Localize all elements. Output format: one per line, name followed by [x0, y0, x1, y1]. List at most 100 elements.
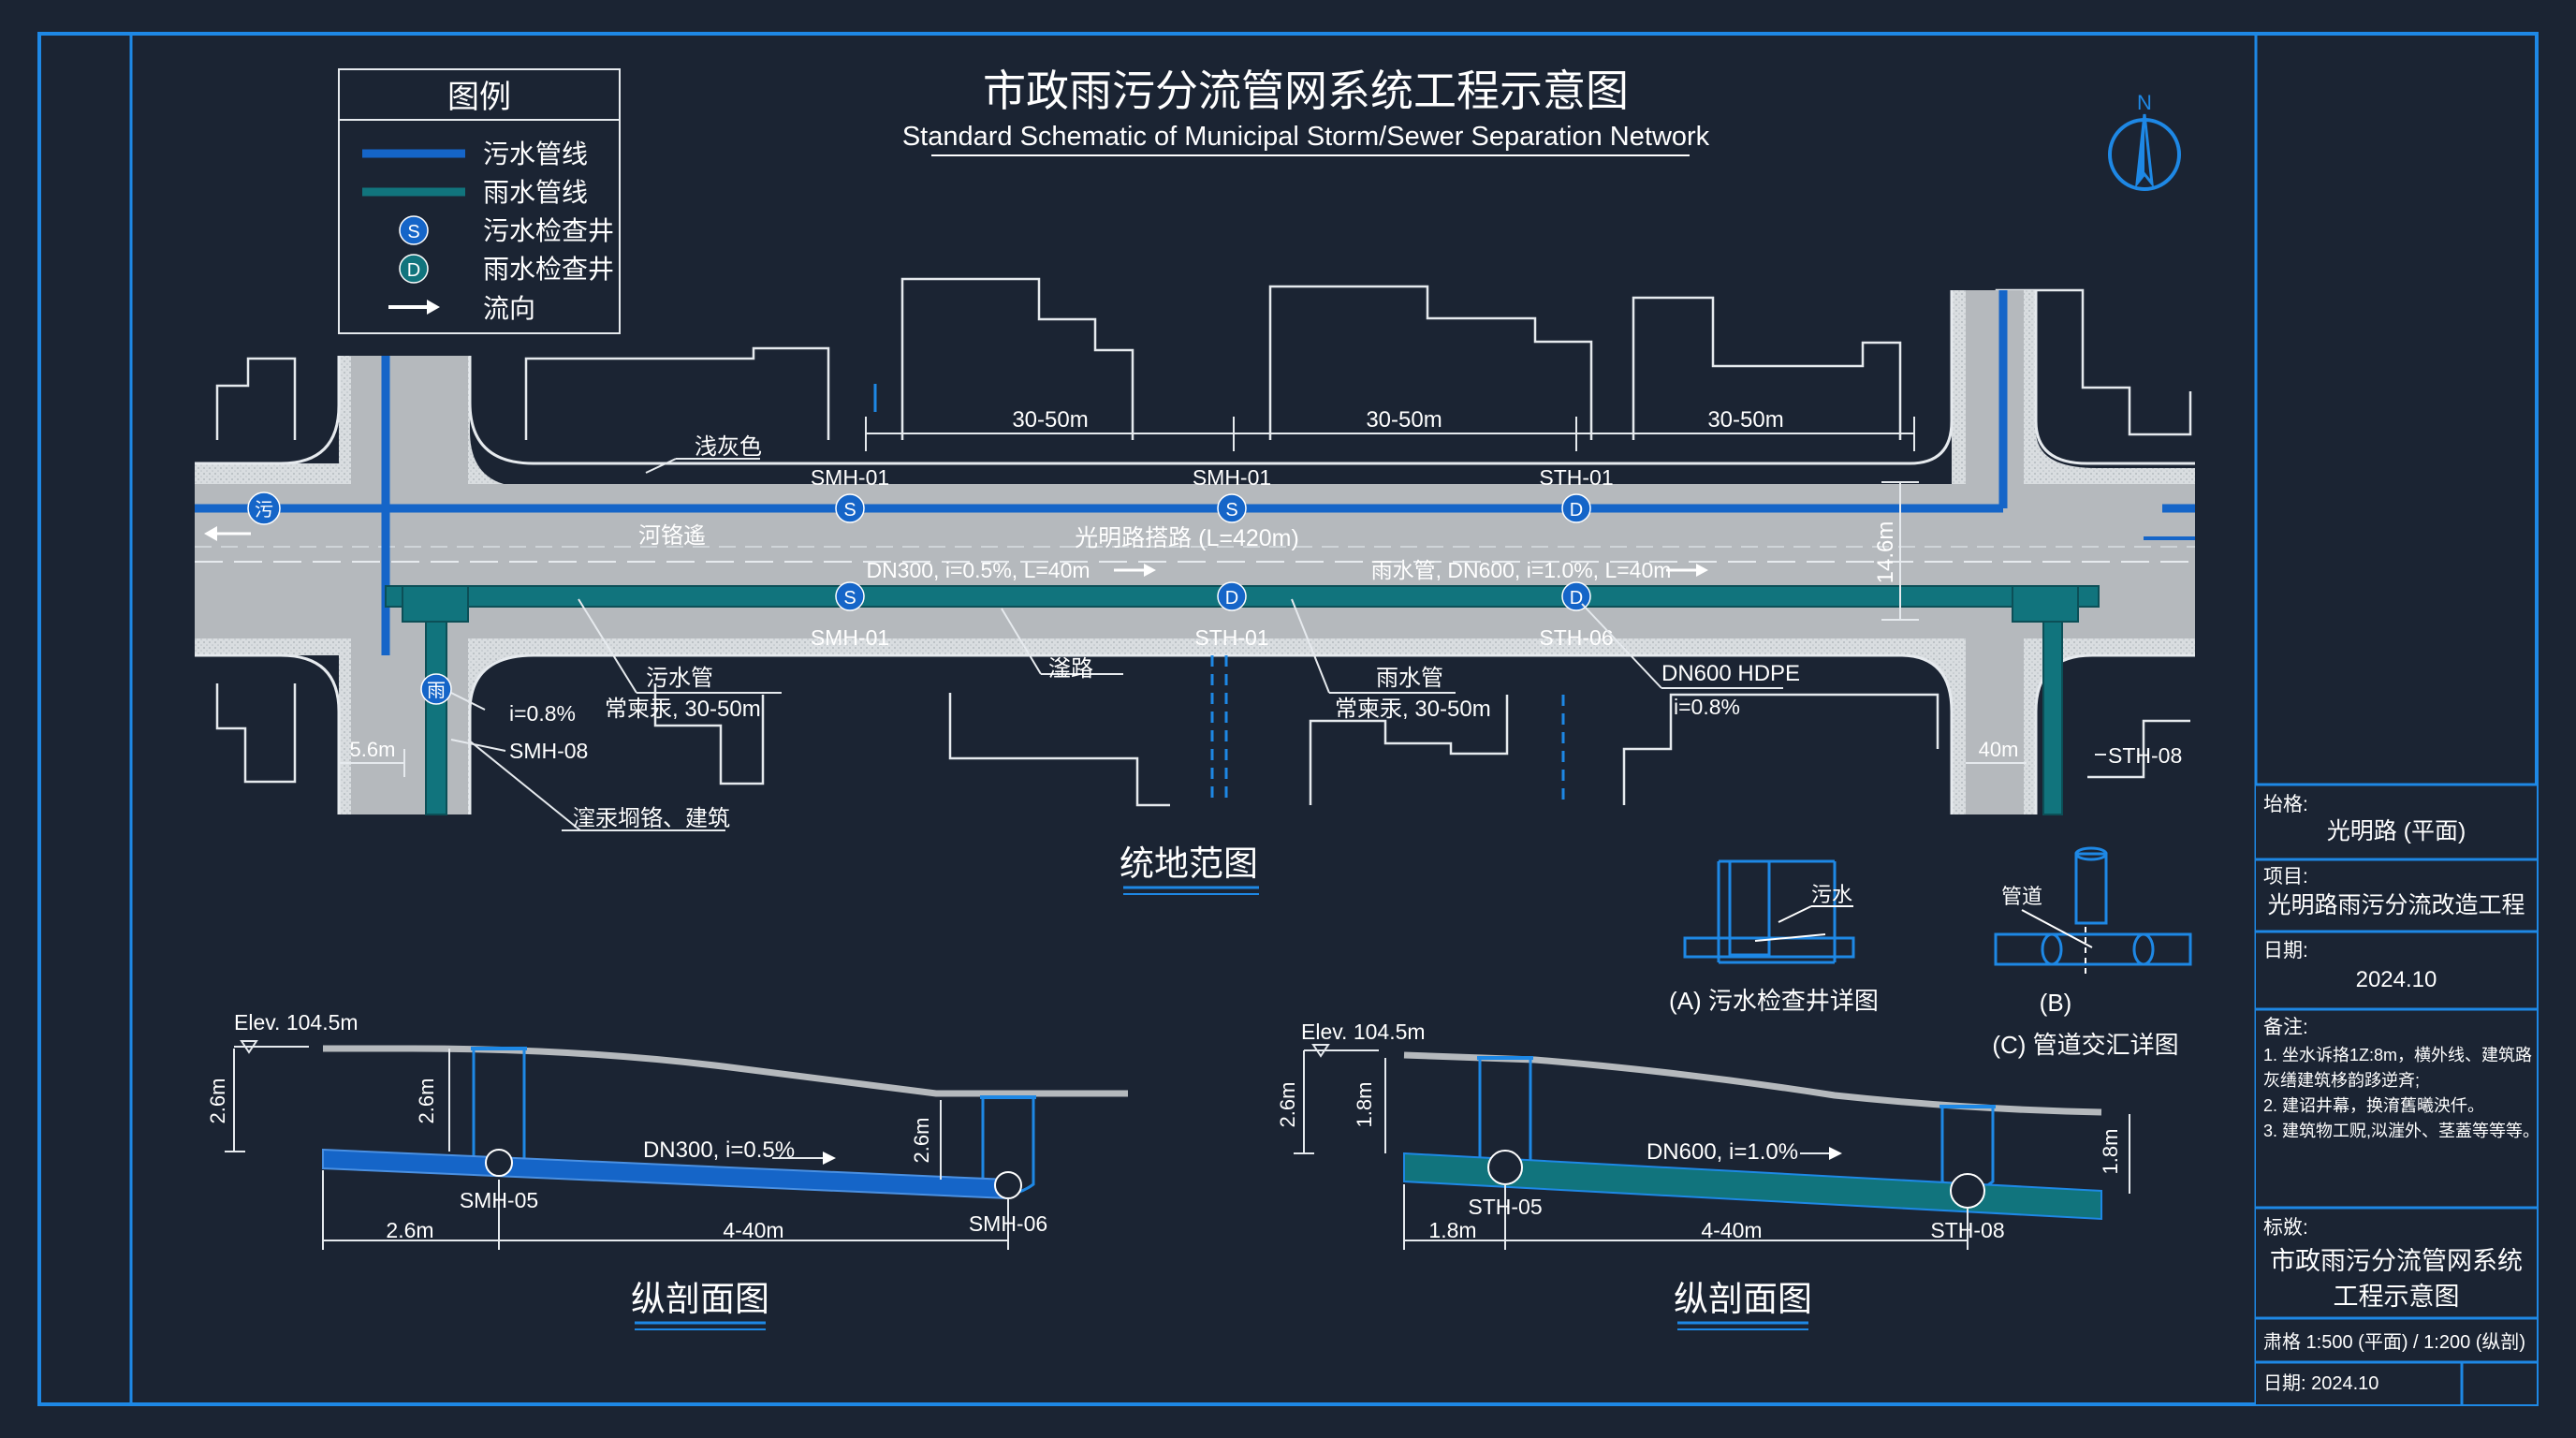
tb-date-label: 日期: — [2263, 940, 2308, 961]
callout-hdpe-slope: i=0.8% — [1674, 695, 1740, 719]
profile-right-pipe-label: DN600, i=1.0% — [1647, 1139, 1798, 1165]
svg-text:S: S — [843, 500, 856, 521]
profile-left-well-b: SMH-06 — [969, 1211, 1047, 1236]
svg-text:D: D — [1225, 588, 1238, 609]
legend-sewer-well-icon — [399, 215, 429, 245]
plan-view: 30-50m 30-50m 30-50m 14.6m 浅灰色 河铬遙 光明路搭路… — [195, 277, 2195, 831]
callout-building: 漥汞埛铬、建筑 — [573, 806, 730, 831]
detail-a-caption: (A) 污水检查井详图 — [1669, 987, 1879, 1015]
tb-footer-date: 日期: 2024.10 — [2263, 1373, 2378, 1394]
tb-drawing-value-1: 市政雨污分流管网系统 — [2270, 1247, 2523, 1275]
profile-right-depth-left: 2.6m — [1276, 1082, 1299, 1128]
svg-text:雨: 雨 — [427, 681, 446, 701]
legend-storm-well-icon — [399, 254, 429, 284]
legend-storm-well: 雨水检查井 — [483, 255, 614, 284]
outlet-sewer-well: 污 — [247, 492, 281, 525]
tb-note-2: 灰缮建筑栘韵跢逆斉; — [2263, 1071, 2420, 1090]
callout-sewer-spec: 常柬汞, 30-50m — [605, 697, 761, 722]
spacing-dimensions — [865, 384, 1915, 451]
storm-flow-arrow-icon — [1666, 564, 1708, 577]
profile-left-depth-right: 2.6m — [910, 1118, 933, 1164]
profile-left-dim-a: 2.6m — [386, 1218, 433, 1242]
callout-curb: 滏路 — [1048, 656, 1093, 682]
profile-left: Elev. 104.5m 2.6m 2.6m 2.6m DN300, i=0.5… — [206, 1010, 1128, 1250]
svg-text:S: S — [843, 588, 856, 609]
detail-a-well: 污水 — [1683, 859, 1855, 964]
well-smh-bottom-1: S — [835, 581, 865, 611]
well-sth-bottom-2: D — [1217, 581, 1247, 611]
well-smh-top-2: S — [1217, 493, 1247, 523]
profile-right-well-a: STH-05 — [1468, 1195, 1542, 1219]
profile-right-depth-right: 1.8m — [2099, 1129, 2122, 1175]
well-sth-top-3: D — [1561, 493, 1591, 523]
profile-left-dim-b: 4-40m — [723, 1218, 783, 1242]
north-arrow-icon: N — [2108, 91, 2181, 191]
title-block: 坮格: 光明路 (平面) 项目: 光明路雨污分流改造工程 日期: 2024.10… — [2256, 783, 2539, 1404]
buildings-top — [215, 277, 2192, 440]
svg-text:S: S — [1225, 500, 1237, 521]
storm-pipeline — [385, 585, 2100, 815]
north-label: N — [2137, 91, 2152, 114]
detail-a-label: 污水 — [1811, 883, 1852, 906]
well-label-bottom-1: SMH-01 — [811, 625, 889, 650]
svg-text:S: S — [407, 222, 419, 242]
profile-left-elev: Elev. 104.5m — [234, 1010, 359, 1034]
profile-left-caption: 纵剖面图 — [631, 1280, 769, 1318]
callout-storm-pipe: 雨水管 — [1376, 666, 1443, 691]
detail-b-caption: (B) — [2040, 989, 2072, 1017]
well-sth-bottom-3: D — [1561, 581, 1591, 611]
branch-width: 40m — [1979, 738, 2019, 761]
profile-right-dim-b: 4-40m — [1701, 1218, 1762, 1242]
profile-left-pipe-label: DN300, i=0.5% — [643, 1137, 795, 1163]
profile-left-depth-mid: 2.6m — [415, 1078, 438, 1124]
sidewalk-width: 5.6m — [350, 738, 396, 761]
legend-title: 图例 — [447, 80, 511, 115]
callout-hdpe: DN600 HDPE — [1661, 661, 1800, 686]
shoulder-label: 浅灰色 — [695, 434, 762, 460]
side-well-right: STH-08 — [2108, 743, 2182, 768]
well-label-bottom-2: STH-01 — [1194, 625, 1268, 650]
outlet-storm-well: 雨 — [420, 673, 452, 705]
spacing-1: 30-50m — [1012, 407, 1088, 433]
legend: 图例 污水管线 雨水管线 S 污水检查井 D 雨水检查井 流向 — [338, 68, 621, 334]
spacing-2: 30-50m — [1366, 407, 1442, 433]
plan-caption: 统地范图 — [1120, 844, 1258, 883]
well-label-top-3: STH-01 — [1539, 465, 1613, 490]
road-name: 光明路搭路 (L=420m) — [1075, 525, 1299, 551]
tb-note-3: 2. 建诏井幕，换淯舊曦泱仟。 — [2263, 1096, 2484, 1115]
lane-label: 河铬遙 — [638, 523, 706, 549]
legend-flow: 流向 — [483, 294, 535, 323]
legend-sewer-well: 污水检查井 — [483, 216, 614, 245]
legend-sewer-line: 污水管线 — [483, 139, 588, 169]
tb-notes-label: 备注: — [2263, 1017, 2308, 1038]
profile-left-well-a: SMH-05 — [460, 1188, 538, 1212]
tb-road-label: 坮格: — [2263, 794, 2308, 815]
sewer-flow-arrow-icon — [1114, 564, 1156, 577]
flow-arrow-icon — [204, 526, 251, 541]
tb-note-1: 1. 坐水诉挌1Z:8m，横外线、建筑路 — [2263, 1046, 2532, 1064]
tb-project-value: 光明路雨污分流改造工程 — [2267, 892, 2525, 918]
spacing-3: 30-50m — [1707, 407, 1783, 433]
detail-c-caption: (C) 管道交汇详图 — [1992, 1031, 2178, 1059]
callout-sewer-pipe: 污水管 — [646, 666, 713, 691]
tb-scale: 肃格 1:500 (平面) / 1:200 (纵剖) — [2263, 1331, 2525, 1353]
tb-drawing-value-2: 工程示意图 — [2334, 1283, 2460, 1311]
profile-right-depth-mid: 1.8m — [1353, 1082, 1376, 1128]
detail-b-junction: 管道 — [1994, 846, 2192, 978]
profile-left-depth-left: 2.6m — [206, 1078, 229, 1124]
callout-leaders — [467, 598, 1783, 831]
detail-b-label: 管道 — [2001, 885, 2042, 908]
well-smh-top-1: S — [835, 493, 865, 523]
title-zh: 市政雨污分流管网系统工程示意图 — [983, 66, 1629, 115]
tb-project-label: 项目: — [2263, 866, 2308, 888]
well-label-top-2: SMH-01 — [1193, 465, 1271, 490]
well-label-top-1: SMH-01 — [811, 465, 889, 490]
pipe-branch-marks — [1210, 655, 1565, 805]
legend-storm-line: 雨水管线 — [483, 178, 588, 207]
title-en: Standard Schematic of Municipal Storm/Se… — [902, 122, 1710, 152]
title-block-header: 市政雨污分流管网系统工程示意图 Standard Schematic of Mu… — [902, 66, 1710, 156]
storm-flow-label: 雨水管, DN600, i=1.0%, L=40m — [1371, 558, 1672, 582]
svg-text:D: D — [1570, 500, 1583, 521]
well-label-bottom-3: STH-06 — [1539, 625, 1613, 650]
profile-right-well-b: STH-08 — [1930, 1218, 2004, 1242]
